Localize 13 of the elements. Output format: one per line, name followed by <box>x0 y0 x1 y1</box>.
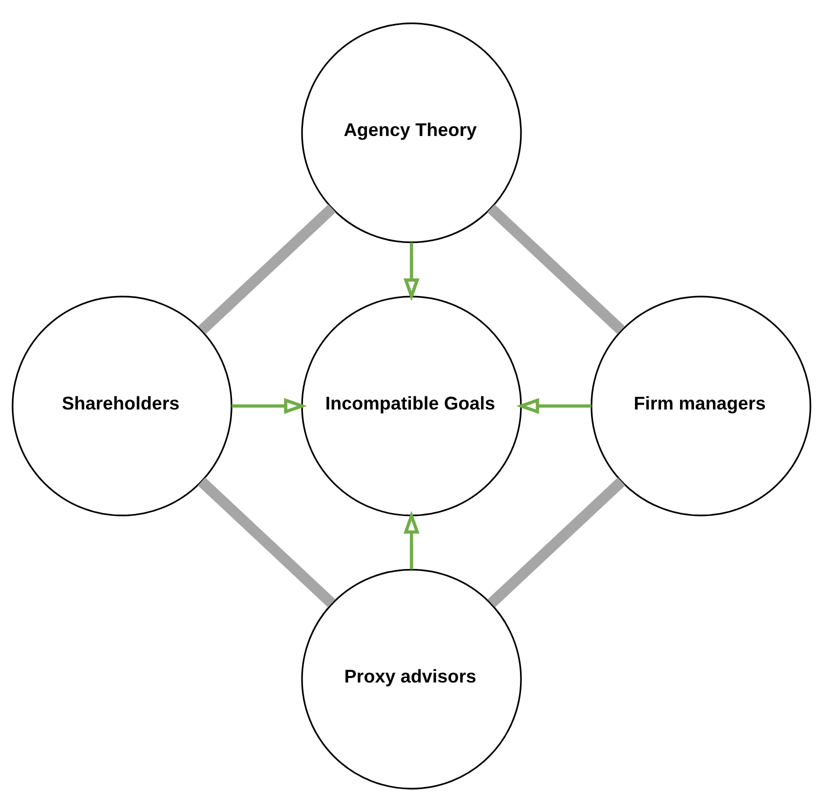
connector <box>198 204 336 334</box>
node-circle: Incompatible Goals <box>301 295 522 516</box>
connector <box>488 477 626 607</box>
arrow <box>404 510 420 569</box>
connector <box>487 204 625 334</box>
arrow <box>232 398 307 414</box>
arrow <box>404 242 420 301</box>
node-circle: Firm managers <box>590 295 812 516</box>
node-circle: Proxy advisors <box>301 568 522 789</box>
node-circle: Agency Theory <box>301 22 522 243</box>
node-circle: Shareholders <box>12 295 232 516</box>
connector <box>198 477 336 607</box>
arrow <box>516 398 592 414</box>
